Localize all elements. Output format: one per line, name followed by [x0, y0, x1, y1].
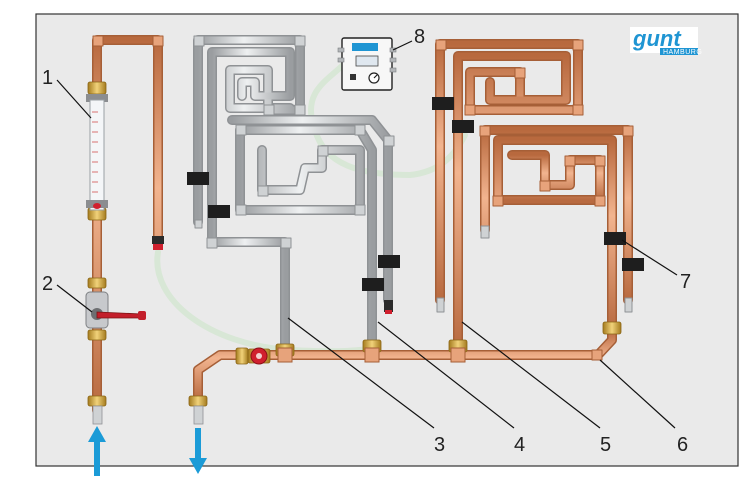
inlet-arrow-icon [88, 426, 106, 476]
flow-arrows [88, 426, 207, 476]
callout-labels: 1 2 3 4 5 6 7 8 [42, 26, 691, 456]
logo-subtitle: HAMBURG [663, 49, 702, 56]
callout-3: 3 [434, 434, 445, 456]
callout-7: 7 [680, 271, 691, 293]
logo-brand: gunt [632, 26, 682, 51]
flowmeter [86, 94, 108, 211]
callout-leaders [56, 40, 678, 429]
wall-clamps [187, 97, 644, 291]
gate-valve [247, 347, 271, 365]
callout-4: 4 [514, 434, 525, 456]
differential-pressure-meter [337, 37, 397, 91]
copper-pipe-network [92, 35, 634, 415]
callout-8: 8 [414, 26, 425, 48]
outlet-arrow-icon [189, 428, 207, 474]
gunt-logo: gunt HAMBURG [630, 26, 702, 56]
callout-5: 5 [600, 434, 611, 456]
tee-fittings [277, 347, 466, 363]
callout-1: 1 [42, 67, 53, 89]
ball-valve [85, 291, 146, 329]
steel-pipe-network [193, 35, 395, 353]
callout-6: 6 [677, 434, 688, 456]
callout-2: 2 [42, 273, 53, 295]
pressure-tap-left [152, 236, 164, 244]
